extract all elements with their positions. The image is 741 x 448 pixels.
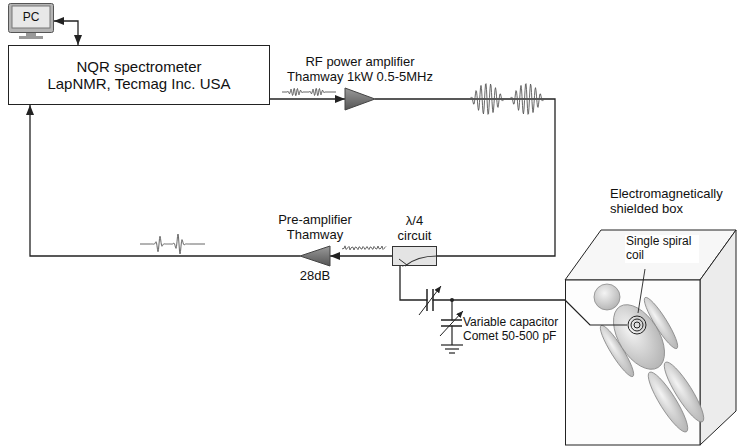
waveform-glyph	[342, 246, 386, 250]
node-title: Pre-amplifier Thamway	[272, 213, 358, 243]
node-title: Electromagnetically shielded box	[610, 187, 738, 217]
ground-symbol	[441, 345, 463, 353]
node-title: NQR spectrometer LapNMR, Tecmag Inc. USA	[46, 58, 232, 93]
waveform-glyph	[470, 84, 504, 115]
signal-wire	[270, 98, 345, 99]
node-title: RF power amplifier Thamway 1kW 0.5-5MHz	[281, 55, 439, 85]
waveform-glyph	[140, 234, 205, 254]
waveform-glyph	[510, 84, 544, 115]
coil-label: Single spiral coil	[625, 235, 699, 263]
preamplifier-triangle-outline	[300, 246, 330, 266]
amplifier-triangle: RF power amplifier Thamway 1kW 0.5-5MHz	[345, 88, 375, 110]
node-title: λ/4 circuit	[398, 214, 432, 244]
capacitor-label: Variable capacitor Comet 50-500 pF	[462, 316, 564, 344]
signal-wire	[54, 21, 78, 45]
preamplifier-triangle: Pre-amplifier Thamway28dB	[300, 246, 330, 266]
signal-wire	[330, 255, 392, 256]
node-note: 28dB	[300, 269, 330, 284]
node-title: PC	[12, 6, 50, 28]
shielded-box-outline	[565, 185, 738, 446]
computer-icon: PC	[8, 3, 54, 39]
signal-waveforms	[140, 84, 544, 254]
lambda-quarter-box-outline	[393, 247, 438, 267]
spectrometer-box: NQR spectrometer LapNMR, Tecmag Inc. USA	[8, 45, 270, 105]
signal-wire	[400, 266, 565, 300]
waveform-glyph	[282, 88, 336, 95]
lambda-quarter-box: λ/4 circuit	[392, 246, 437, 266]
signal-wire	[375, 99, 555, 256]
signal-wire	[30, 105, 300, 256]
series-variable-capacitor	[419, 286, 441, 315]
shunt-variable-capacitor	[440, 298, 463, 345]
amplifier-triangle-outline	[345, 88, 375, 110]
shielded-box: Electromagnetically shielded box	[565, 185, 738, 446]
